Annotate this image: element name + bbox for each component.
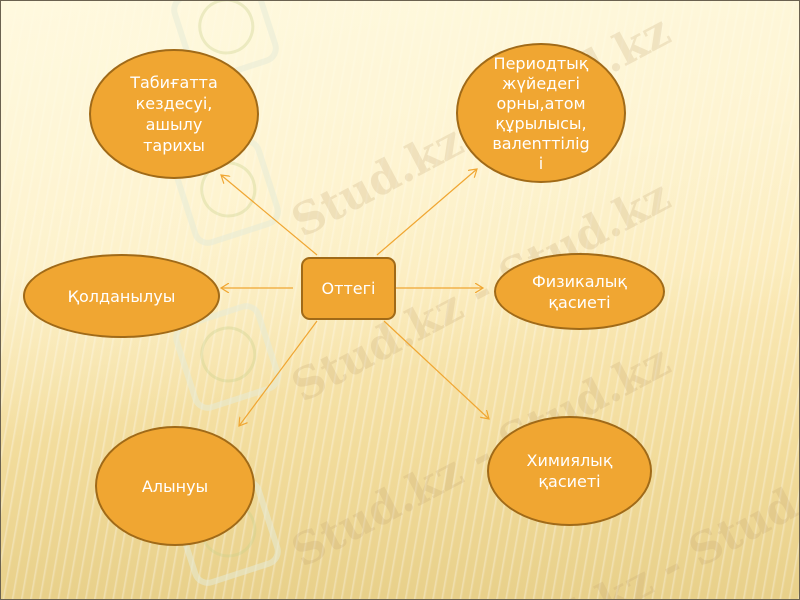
node-physical-properties: Физикалық қасиеті bbox=[494, 253, 665, 330]
node-production: Алынуы bbox=[95, 426, 255, 546]
node-chemical-properties: Химиялық қасиеті bbox=[487, 416, 652, 526]
node-label: Химиялық қасиеті bbox=[526, 451, 613, 491]
node-label: Физикалық қасиеті bbox=[531, 271, 628, 312]
node-label: Алынуы bbox=[141, 476, 209, 496]
arrow-to-production bbox=[239, 320, 318, 426]
node-label: Табиғатта кездесуі, ашылу тарихы bbox=[130, 73, 218, 155]
center-node-label: Оттегі bbox=[321, 279, 376, 298]
node-natural-occurrence: Табиғатта кездесуі, ашылу тарихы bbox=[89, 49, 259, 179]
arrow-to-natural-occurrence bbox=[221, 175, 318, 256]
arrow-to-chemical-properties bbox=[383, 320, 489, 419]
node-label: Периодтық жүйедегі орны,атом құрылысы, в… bbox=[492, 54, 590, 173]
node-label: Қолданылуы bbox=[67, 286, 176, 306]
arrow-to-periodic-position bbox=[376, 169, 477, 256]
center-node-oxygen: Оттегі bbox=[301, 257, 396, 320]
node-periodic-position: Периодтық жүйедегі орны,атом құрылысы, в… bbox=[456, 43, 626, 183]
node-usage: Қолданылуы bbox=[23, 254, 220, 338]
